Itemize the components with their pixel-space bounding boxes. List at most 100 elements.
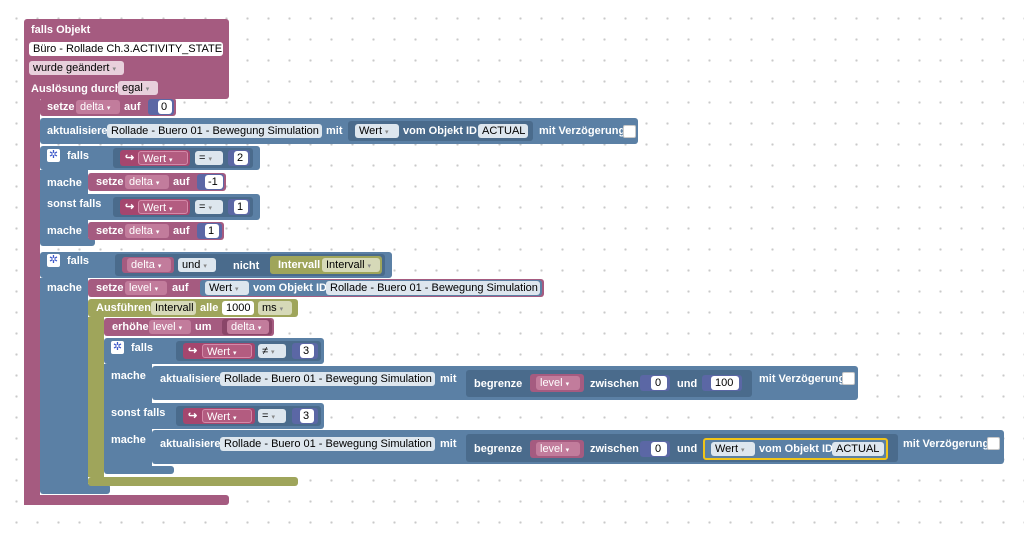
update2-target[interactable]: Rollade - Buero 01 - Bewegung Simulation xyxy=(220,372,435,386)
trigger-object-field[interactable]: Büro - Rollade Ch.3.ACTIVITY_STATE xyxy=(29,42,223,56)
if3-op-dropdown[interactable]: ≠▾ xyxy=(258,344,286,358)
increment-label: erhöhe xyxy=(112,321,149,333)
trigger-cause-dropdown[interactable]: egal▾ xyxy=(118,81,158,95)
interval-block-bottom xyxy=(88,477,298,486)
if1-set1-label: setze xyxy=(96,176,124,188)
if1-set1-value[interactable]: -1 xyxy=(205,175,223,189)
increment-by[interactable]: delta▾ xyxy=(227,320,269,334)
chevron-down-icon: ▾ xyxy=(169,206,173,213)
update3-zwischen: zwischen xyxy=(590,443,639,455)
chevron-down-icon: ▾ xyxy=(279,306,284,313)
chevron-down-icon: ▾ xyxy=(565,447,570,454)
set-delta-label: setze xyxy=(47,101,75,113)
if3-falls: falls xyxy=(131,342,154,354)
if3-op2-dropdown[interactable]: =▾ xyxy=(258,409,286,423)
update3-wert-dropdown[interactable]: Wert▾ xyxy=(711,442,755,456)
update1-target[interactable]: Rollade - Buero 01 - Bewegung Simulation xyxy=(107,124,322,138)
if3-arrow-icon: ↪ xyxy=(188,345,198,357)
if3-sonst: sonst falls xyxy=(111,407,166,419)
interval-unit-dropdown[interactable]: ms▾ xyxy=(258,301,292,315)
if1-set1-auf: auf xyxy=(173,176,190,188)
update3-var[interactable]: level▾ xyxy=(536,442,580,456)
gear-icon[interactable]: ✲ xyxy=(47,254,60,267)
chevron-down-icon: ▾ xyxy=(157,263,162,270)
if1-sonst: sonst falls xyxy=(47,198,102,210)
gear-icon[interactable]: ✲ xyxy=(47,149,60,162)
if3-value2[interactable]: 3 xyxy=(300,409,314,423)
update2-min[interactable]: 0 xyxy=(651,376,667,390)
update2-delay: mit Verzögerung xyxy=(759,373,846,385)
if2-set-label: setze xyxy=(96,282,124,294)
if1-value2[interactable]: 1 xyxy=(234,200,248,214)
update3-target[interactable]: Rollade - Buero 01 - Bewegung Simulation xyxy=(220,437,435,451)
chevron-down-icon: ▾ xyxy=(385,129,389,136)
if1-arrow2-icon: ↪ xyxy=(125,201,135,213)
update3-attr[interactable]: ACTUAL xyxy=(832,442,884,456)
if1-op-dropdown[interactable]: =▾ xyxy=(195,151,223,165)
update2-label: aktualisiere xyxy=(160,373,221,385)
update3-label: aktualisiere xyxy=(160,438,221,450)
update2-max[interactable]: 100 xyxy=(711,376,739,390)
update1-mit: mit xyxy=(326,125,343,137)
chevron-down-icon: ▾ xyxy=(169,157,173,164)
update1-attr[interactable]: ACTUAL xyxy=(478,124,528,138)
if2-object-field[interactable]: Rollade - Buero 01 - Bewegung Simulation xyxy=(326,281,540,295)
if2-und-dropdown[interactable]: und▾ xyxy=(178,258,216,272)
trigger-cause-label: Auslösung durch xyxy=(31,83,122,95)
chevron-down-icon: ▾ xyxy=(235,286,239,293)
if3-value[interactable]: 3 xyxy=(300,344,314,358)
chevron-down-icon: ▾ xyxy=(203,263,207,270)
if2-falls: falls xyxy=(67,255,90,267)
if1-mache2: mache xyxy=(47,225,82,237)
update2-delay-checkbox[interactable] xyxy=(842,372,855,385)
update1-wert-dropdown[interactable]: Wert▾ xyxy=(355,124,399,138)
if1-wert2-dropdown[interactable]: Wert▾ xyxy=(138,200,188,214)
update1-delay: mit Verzögerung xyxy=(539,125,626,137)
trigger-block-spine xyxy=(24,95,40,505)
if3-wert2-dropdown[interactable]: Wert▾ xyxy=(202,409,252,423)
trigger-event-dropdown[interactable]: wurde geändert▾ xyxy=(29,61,124,75)
if-block-2-bottom xyxy=(40,484,110,494)
gear-icon[interactable]: ✲ xyxy=(111,341,124,354)
if2-intervall-label: Intervall xyxy=(278,259,321,271)
interval-ms-value[interactable]: 1000 xyxy=(222,301,254,315)
if-block-3-bottom xyxy=(104,466,174,474)
if1-wert-dropdown[interactable]: Wert▾ xyxy=(138,151,188,165)
chevron-down-icon: ▾ xyxy=(741,447,745,454)
update2-begrenze: begrenze xyxy=(474,378,523,390)
if1-set1-var[interactable]: delta▾ xyxy=(125,175,169,189)
if1-arrow-icon: ↪ xyxy=(125,152,135,164)
if3-wert-dropdown[interactable]: Wert▾ xyxy=(202,344,252,358)
if1-op2-dropdown[interactable]: =▾ xyxy=(195,200,223,214)
chevron-down-icon: ▾ xyxy=(145,86,150,93)
if1-set2-value[interactable]: 1 xyxy=(205,224,219,238)
interval-block-spine xyxy=(88,317,104,477)
update3-delay-checkbox[interactable] xyxy=(987,437,1000,450)
if1-set2-var[interactable]: delta▾ xyxy=(125,224,169,238)
chevron-down-icon: ▾ xyxy=(233,415,237,422)
update2-mit: mit xyxy=(440,373,457,385)
chevron-down-icon: ▾ xyxy=(112,66,116,73)
if3-mache: mache xyxy=(111,370,146,382)
if2-var-dropdown[interactable]: delta▾ xyxy=(127,258,171,272)
set-delta-var[interactable]: delta▾ xyxy=(76,100,120,114)
update1-vom: vom Objekt ID xyxy=(403,125,477,137)
update3-min[interactable]: 0 xyxy=(651,442,667,456)
increment-var[interactable]: level▾ xyxy=(149,320,191,334)
if2-auf: auf xyxy=(172,282,189,294)
if1-falls: falls xyxy=(67,150,90,162)
if2-level-var[interactable]: level▾ xyxy=(125,281,167,295)
set-delta-auf: auf xyxy=(124,101,141,113)
if1-value[interactable]: 2 xyxy=(234,151,248,165)
update3-vom: vom Objekt ID xyxy=(759,443,833,455)
update3-und: und xyxy=(677,443,698,455)
set-delta-value[interactable]: 0 xyxy=(158,100,172,114)
update2-zwischen: zwischen xyxy=(590,378,639,390)
chevron-down-icon: ▾ xyxy=(106,105,111,112)
trigger-title: falls Objekt xyxy=(31,24,91,36)
interval-var[interactable]: Intervall xyxy=(151,301,196,315)
update2-var[interactable]: level▾ xyxy=(536,376,580,390)
if2-intervall-var[interactable]: Intervall▾ xyxy=(322,258,380,272)
update1-delay-checkbox[interactable] xyxy=(623,125,636,138)
if2-wert-dropdown[interactable]: Wert▾ xyxy=(205,281,249,295)
